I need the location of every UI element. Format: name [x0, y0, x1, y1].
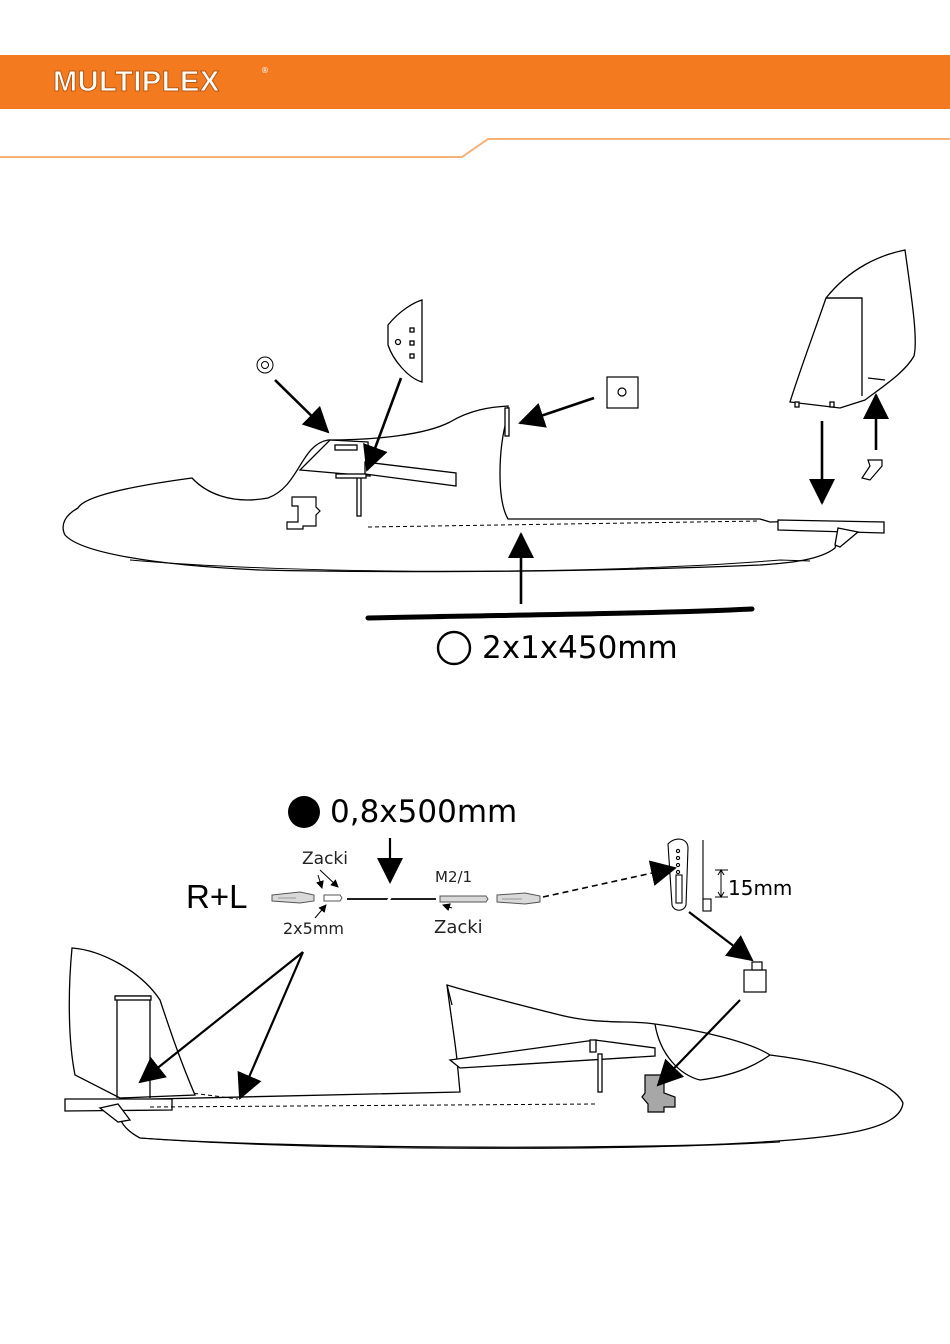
figure1-former-part [388, 300, 422, 382]
figure2-servo-part [744, 962, 766, 992]
figure2-clevis-right [497, 893, 540, 904]
figure2-servo-horn [668, 839, 711, 911]
steel-wire-label: 0,8x500mm [330, 794, 517, 830]
filled-circle-icon [288, 796, 320, 828]
figure1-carbon-rod [368, 609, 752, 618]
figure1-tail-skid [862, 460, 882, 480]
figure2-dimension-15mm [715, 870, 728, 897]
header-divider-line [0, 139, 950, 157]
figure2-clevis-left [272, 892, 314, 903]
figure2-small-arrows [315, 870, 452, 918]
figure1-fuselage [63, 406, 884, 572]
carbon-rod-label: 2x1x450mm [482, 630, 678, 666]
thread-label: M2/1 [435, 868, 472, 886]
figure2-fuselage [65, 985, 903, 1148]
figure2-threaded-rod [440, 896, 488, 902]
figure1-vertical-fin [790, 250, 915, 408]
open-circle-icon [438, 632, 470, 664]
figure1-square-plate [607, 377, 638, 408]
figure1-round-connector [257, 357, 273, 373]
figure2-vertical-fin [69, 948, 195, 1098]
horn-distance-label: 15mm [728, 876, 792, 900]
zacki-top-label: Zacki [302, 849, 348, 869]
zacki-bottom-label: Zacki [434, 917, 483, 938]
clevis-size-label: 2x5mm [283, 919, 344, 938]
side-label: R+L [186, 878, 247, 916]
figure2-dashed-arrow [543, 868, 675, 897]
figure2-clevis-pin [324, 895, 342, 901]
